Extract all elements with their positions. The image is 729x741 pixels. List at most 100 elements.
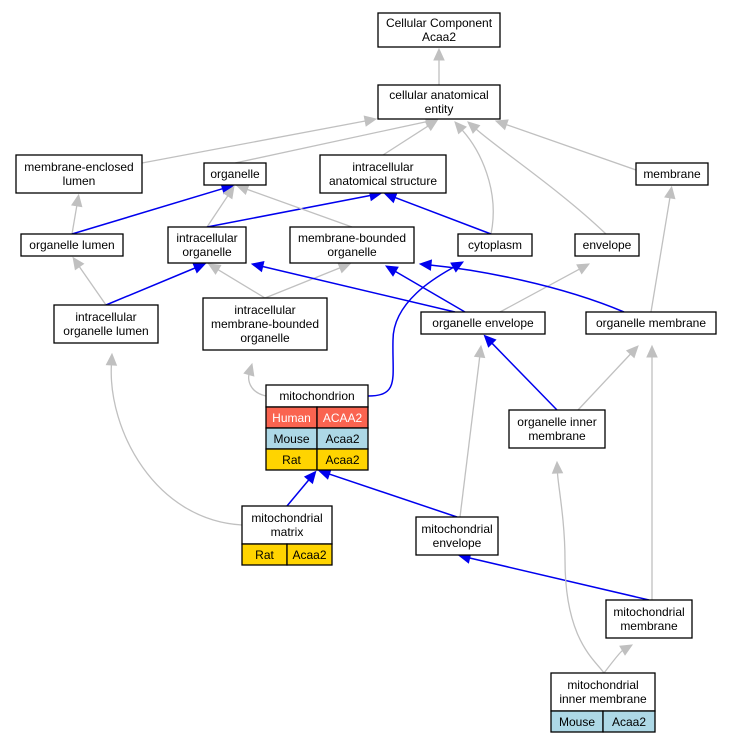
edge-is-a-membrane-to-cae — [506, 123, 637, 171]
node-box-mmem[interactable] — [605, 599, 693, 639]
edge-part-of-mmem-to-menv — [469, 557, 650, 601]
node-box-oim[interactable] — [508, 409, 606, 449]
arrowhead-mmem-to-omem — [646, 344, 658, 358]
node-box-cae[interactable] — [377, 84, 501, 120]
node-box-mmatrix[interactable] — [241, 505, 333, 545]
arrowhead-olumen-to-mel — [71, 193, 83, 208]
edge-part-of-oenv-to-io — [262, 265, 456, 313]
node-label-mel-line-1: lumen — [63, 174, 96, 188]
edge-is-a-menv-to-oenv — [459, 356, 481, 518]
edges-layer — [71, 47, 676, 674]
arrowhead-envelope-to-cae — [467, 121, 481, 134]
arrowhead-mmatrix-to-mito — [303, 470, 317, 485]
arrowhead-menv-to-mito — [317, 468, 332, 480]
go-term-node-oenv[interactable]: organelle envelope — [420, 311, 546, 335]
gene-label-mito-0: ACAA2 — [323, 411, 363, 425]
edge-part-of-oim-to-oenv — [491, 342, 558, 411]
edge-part-of-cytoplasm-to-ias — [394, 196, 492, 235]
gene-label-mito-1: Acaa2 — [325, 432, 359, 446]
node-label-io-line-1: organelle — [182, 245, 232, 259]
node-label-menv-line-0: mitochondrial — [421, 522, 492, 536]
arrowhead-oenv-to-envelope — [576, 263, 591, 275]
node-label-olumen-line-0: organelle lumen — [29, 238, 114, 252]
edge-is-a-iol-to-olumen — [78, 266, 107, 306]
arrowhead-cytoplasm-to-cae — [454, 121, 467, 135]
go-term-node-cytoplasm[interactable]: cytoplasm — [457, 233, 533, 257]
species-label-mito-1: Mouse — [273, 432, 309, 446]
node-label-mim-line-1: inner membrane — [559, 692, 647, 706]
node-box-envelope[interactable] — [574, 233, 640, 257]
edge-part-of-iol-to-io — [105, 267, 196, 306]
arrowhead-iol-to-olumen — [72, 256, 85, 271]
edge-is-a-mim-to-oim — [556, 472, 605, 674]
go-term-node-organelle[interactable]: organelle — [203, 162, 267, 186]
species-cell-mim-0-gene — [602, 710, 656, 733]
node-box-membrane[interactable] — [635, 162, 709, 186]
node-label-oenv-line-0: organelle envelope — [432, 316, 534, 330]
node-box-organelle[interactable] — [203, 162, 267, 186]
node-box-imbo[interactable] — [202, 297, 328, 351]
node-label-iol-line-0: intracellular — [75, 310, 136, 324]
species-label-mito-2: Rat — [282, 453, 301, 467]
arrowhead-mim-to-oim — [551, 460, 564, 474]
edge-is-a-ias-to-cae — [382, 125, 429, 156]
node-label-cae-line-1: entity — [425, 102, 454, 116]
node-label-imbo-line-2: organelle — [240, 331, 290, 345]
arrowhead-oim-to-oenv — [483, 334, 497, 348]
arrowhead-imbo-to-io — [207, 263, 222, 275]
node-label-mito-line-0: mitochondrion — [279, 389, 354, 403]
node-box-root[interactable] — [377, 12, 501, 48]
node-box-mel[interactable] — [15, 154, 143, 194]
node-label-menv-line-1: envelope — [433, 536, 482, 550]
gene-label-mmatrix-0: Acaa2 — [292, 548, 326, 562]
species-cell-mmatrix-0-gene — [286, 543, 333, 566]
edge-is-a-mito-to-imbo — [248, 374, 267, 397]
arrowhead-mito-to-imbo — [243, 362, 255, 377]
node-box-oenv[interactable] — [420, 311, 546, 335]
node-box-cytoplasm[interactable] — [457, 233, 533, 257]
species-cell-mito-2-gene — [316, 448, 369, 471]
node-box-ias[interactable] — [319, 154, 447, 194]
node-box-mim[interactable] — [550, 672, 656, 712]
node-label-mmem-line-1: membrane — [620, 619, 678, 633]
go-term-node-membrane[interactable]: membrane — [635, 162, 709, 186]
arrowhead-oenv-to-mbo — [384, 265, 399, 277]
go-term-node-olumen[interactable]: organelle lumen — [20, 233, 124, 257]
go-term-node-envelope[interactable]: envelope — [574, 233, 640, 257]
edge-is-a-envelope-to-cae — [475, 128, 607, 235]
node-label-mmatrix-line-0: mitochondrial — [251, 511, 322, 525]
arrowhead-cae-to-root — [433, 47, 445, 61]
species-label-mim-0: Mouse — [559, 715, 595, 729]
edge-part-of-oenv-to-mbo — [395, 270, 466, 313]
arrowhead-mbo-to-organelle — [235, 184, 250, 195]
node-box-olumen[interactable] — [20, 233, 124, 257]
node-box-omem[interactable] — [585, 311, 717, 335]
edge-is-a-imbo-to-mbo — [264, 267, 341, 299]
node-box-io[interactable] — [167, 226, 247, 264]
node-box-iol[interactable] — [53, 304, 159, 344]
edge-part-of-omem-to-mbo — [430, 264, 625, 313]
edge-part-of-io-to-ias — [206, 194, 371, 228]
node-label-imbo-line-1: membrane-bounded — [211, 317, 319, 331]
go-term-node-omem[interactable]: organelle membrane — [585, 311, 717, 335]
node-label-imbo-line-0: intracellular — [234, 303, 295, 317]
arrowhead-mel-to-cae — [363, 115, 378, 127]
node-box-menv[interactable] — [415, 516, 499, 556]
arrowhead-omem-to-mbo — [418, 259, 433, 271]
node-box-mbo[interactable] — [289, 226, 415, 264]
